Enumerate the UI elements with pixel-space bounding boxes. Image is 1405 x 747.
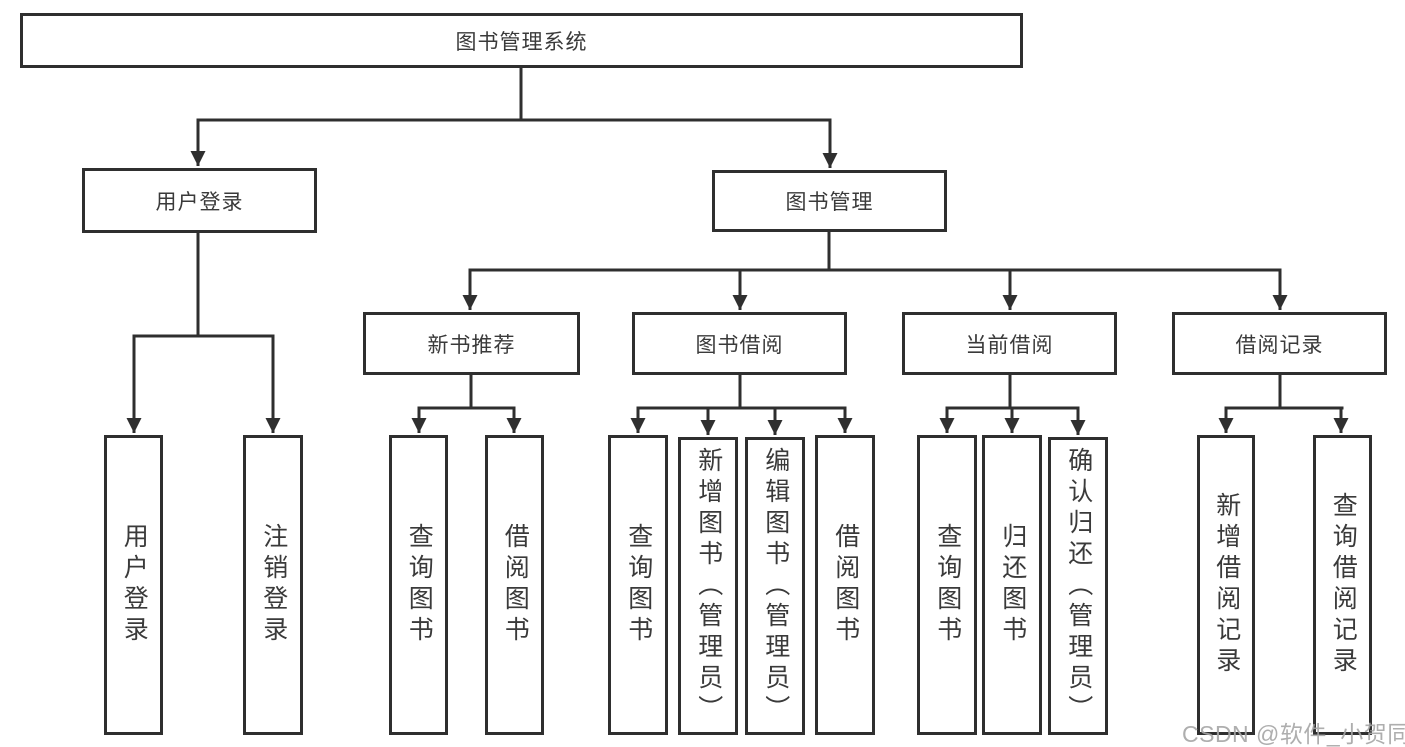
connector-borrow-records [1218,375,1349,433]
leaf-query-books-borrow: 查询图书 [608,435,668,735]
node-borrow-records: 借阅记录 [1172,312,1387,375]
leaf-query-borrow-record: 查询借阅记录 [1313,435,1372,735]
leaf-edit-book-admin: 编辑图书（管理员） [745,437,805,735]
leaf-query-books-current-label: 查询图书 [933,523,962,647]
connector-current-borrow [939,375,1086,435]
watermark: CSDN @软件_小贺同学 [1182,721,1405,747]
connector-book-borrow [630,375,853,435]
leaf-query-books-recommend-label: 查询图书 [405,523,434,647]
leaf-borrow-books-recommend: 借阅图书 [485,435,544,735]
leaf-borrow-books: 借阅图书 [815,435,875,735]
connector-book-mgmt [462,232,1288,310]
leaf-logout-login: 注销登录 [243,435,303,735]
leaf-borrow-books-label: 借阅图书 [831,523,860,647]
leaf-edit-book-admin-label: 编辑图书（管理员） [761,446,790,726]
leaf-add-book-admin: 新增图书（管理员） [678,437,738,735]
node-current-borrow: 当前借阅 [902,312,1117,375]
leaf-query-books-borrow-label: 查询图书 [624,523,653,647]
leaf-query-books-recommend: 查询图书 [389,435,448,735]
connector-new-books [411,375,522,433]
leaf-user-login: 用户登录 [104,435,163,735]
leaf-confirm-return-admin-label: 确认归还（管理员） [1064,446,1093,726]
leaf-confirm-return-admin: 确认归还（管理员） [1048,437,1108,735]
node-user-login: 用户登录 [82,168,317,233]
leaf-add-book-admin-label: 新增图书（管理员） [694,446,723,726]
node-new-books: 新书推荐 [363,312,580,375]
node-book-mgmt: 图书管理 [712,170,947,232]
leaf-query-books-current: 查询图书 [917,435,977,735]
leaf-return-books: 归还图书 [982,435,1042,735]
leaf-add-borrow-record: 新增借阅记录 [1197,435,1255,735]
node-book-borrow: 图书借阅 [632,312,847,375]
connector-root [190,68,838,168]
connector-user-login [126,232,281,433]
leaf-borrow-books-recommend-label: 借阅图书 [501,523,530,647]
leaf-return-books-label: 归还图书 [998,523,1027,647]
leaf-logout-login-label: 注销登录 [259,523,288,647]
leaf-user-login-label: 用户登录 [120,523,149,647]
leaf-add-borrow-record-label: 新增借阅记录 [1212,492,1241,678]
leaf-query-borrow-record-label: 查询借阅记录 [1329,492,1358,678]
node-root: 图书管理系统 [20,13,1023,68]
